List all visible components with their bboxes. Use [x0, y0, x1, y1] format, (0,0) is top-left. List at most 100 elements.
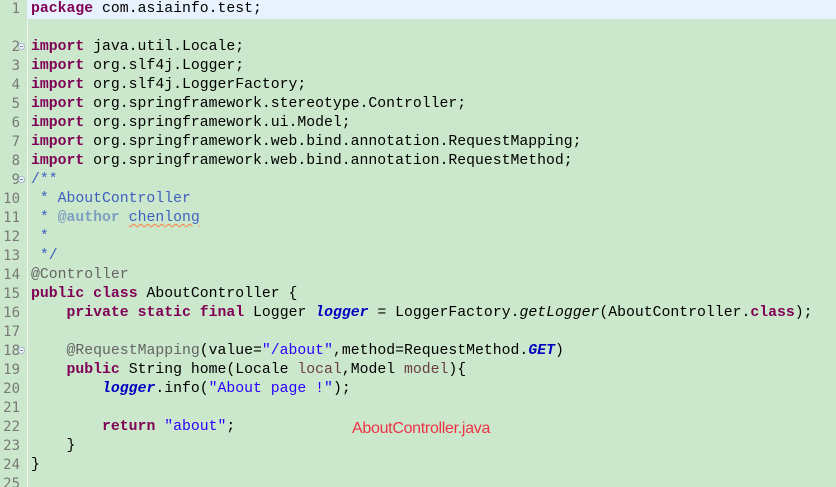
indent — [31, 305, 67, 321]
keyword: import — [31, 39, 85, 55]
code-line-7[interactable]: 7 import org.springframework.ui.Model; — [0, 114, 836, 150]
code-line-12[interactable]: 12 * @author chenlong — [0, 209, 836, 245]
keyword: public — [31, 286, 85, 302]
code-line-13[interactable]: 13 * — [0, 228, 836, 264]
javadoc-tag: @author — [57, 210, 120, 226]
code-text: org.slf4j.LoggerFactory; — [84, 77, 307, 93]
keyword: package — [31, 1, 94, 17]
code-line-1[interactable]: 1 package com.asiainfo.test; — [0, 0, 836, 19]
line-number: 5 — [11, 96, 20, 112]
line-number: 6 — [11, 115, 20, 131]
javadoc-text: * — [31, 229, 49, 245]
code-text: (AboutController. — [599, 305, 751, 321]
spelling-warning-word[interactable]: chenlong — [128, 210, 200, 226]
code-text: org.springframework.web.bind.annotation.… — [84, 153, 573, 169]
line-number: 3 — [11, 58, 20, 74]
fold-collapse-icon[interactable] — [18, 176, 25, 183]
line-number: 23 — [3, 438, 20, 454]
code-line-22[interactable]: 22 — [0, 399, 836, 435]
code-line-16[interactable]: 16 public class AboutController { — [0, 285, 836, 321]
code-line-15[interactable]: 15 @Controller — [0, 266, 836, 302]
keyword: import — [31, 77, 85, 93]
code-line-14[interactable]: 14 */ — [0, 247, 836, 283]
code-text: org.slf4j.Logger; — [84, 58, 245, 74]
code-text: ); — [794, 305, 813, 321]
code-line-23[interactable]: 23 return "about"; — [0, 418, 836, 454]
line-number: 15 — [3, 286, 20, 302]
string-literal: "/about" — [261, 343, 333, 359]
code-text: org.springframework.stereotype.Controlle… — [84, 96, 467, 112]
code-line-4[interactable]: 4 import org.slf4j.Logger; — [0, 57, 836, 93]
line-number: 1 — [11, 1, 20, 17]
code-text: AboutController { — [137, 286, 298, 302]
keyword: return — [102, 419, 156, 435]
static-method: getLogger — [519, 305, 600, 321]
line-number: 25 — [3, 476, 20, 487]
javadoc-text: /** — [31, 172, 58, 188]
javadoc-text: * AboutController — [31, 191, 191, 207]
line-number: 24 — [3, 457, 20, 473]
code-text: ) — [554, 343, 564, 359]
code-text: String home(Locale — [119, 362, 298, 378]
code-line-10[interactable]: 10 /** — [0, 171, 836, 207]
line-number: 14 — [3, 267, 20, 283]
code-line-24[interactable]: 24 } — [0, 437, 836, 473]
code-line-5[interactable]: 5 import org.slf4j.LoggerFactory; — [0, 76, 836, 112]
code-text: java.util.Locale; — [84, 39, 245, 55]
line-number: 19 — [3, 362, 20, 378]
line-number: 18 — [3, 343, 20, 359]
code-text: org.springframework.web.bind.annotation.… — [84, 134, 582, 150]
javadoc-text: * — [31, 210, 58, 226]
indent — [31, 362, 67, 378]
code-line-19[interactable]: 19 @RequestMapping(value="/about",method… — [0, 342, 836, 378]
line-number: 21 — [3, 400, 20, 416]
code-line-2[interactable]: 2 — [0, 19, 836, 55]
file-name-annotation: AboutController.java — [352, 420, 491, 437]
code-line-8[interactable]: 8 import org.springframework.web.bind.an… — [0, 133, 836, 169]
code-line-18[interactable]: 18 — [0, 323, 836, 359]
line-number: 17 — [3, 324, 20, 340]
string-literal: "About page !" — [208, 381, 333, 397]
keyword: import — [31, 134, 85, 150]
code-text: ){ — [448, 362, 467, 378]
code-text: com.asiainfo.test; — [93, 1, 262, 17]
line-number: 4 — [11, 77, 20, 93]
keyword: import — [31, 58, 85, 74]
code-line-6[interactable]: 6 import org.springframework.stereotype.… — [0, 95, 836, 131]
code-text: ; — [226, 419, 236, 435]
line-number: 22 — [3, 419, 20, 435]
code-line-17[interactable]: 17 private static final Logger logger = … — [0, 304, 836, 340]
keyword: final — [199, 305, 245, 321]
code-text: ,Model — [341, 362, 404, 378]
line-number: 16 — [3, 305, 20, 321]
line-number: 2 — [11, 39, 20, 55]
code-line-20[interactable]: 20 public String home(Locale local,Model… — [0, 361, 836, 397]
annotation: @Controller — [31, 267, 129, 283]
code-line-26[interactable]: 26 — [0, 475, 836, 487]
fold-collapse-icon[interactable] — [18, 43, 25, 50]
code-line-3[interactable]: 3 import java.util.Locale; — [0, 38, 836, 74]
parameter: model — [403, 362, 449, 378]
line-number: 13 — [3, 248, 20, 264]
line-number: 20 — [3, 381, 20, 397]
code-line-21[interactable]: 21 logger.info("About page !"); — [0, 380, 836, 416]
keyword: public — [66, 362, 120, 378]
line-number: 7 — [11, 134, 20, 150]
static-field: logger — [315, 305, 369, 321]
static-field: logger — [102, 381, 156, 397]
line-number: 12 — [3, 229, 20, 245]
line-number: 10 — [3, 191, 20, 207]
line-number: 9 — [11, 172, 20, 188]
keyword: import — [31, 96, 85, 112]
code-line-25[interactable]: 25 } — [0, 456, 836, 487]
fold-collapse-icon[interactable] — [18, 347, 25, 354]
code-line-9[interactable]: 9 import org.springframework.web.bind.an… — [0, 152, 836, 188]
annotation: @RequestMapping — [66, 343, 200, 359]
keyword: class — [93, 286, 138, 302]
code-text: } — [31, 457, 40, 473]
code-line-11[interactable]: 11 * AboutController — [0, 190, 836, 226]
string-literal: "about" — [164, 419, 227, 435]
code-space — [84, 286, 93, 302]
indent — [31, 419, 102, 435]
